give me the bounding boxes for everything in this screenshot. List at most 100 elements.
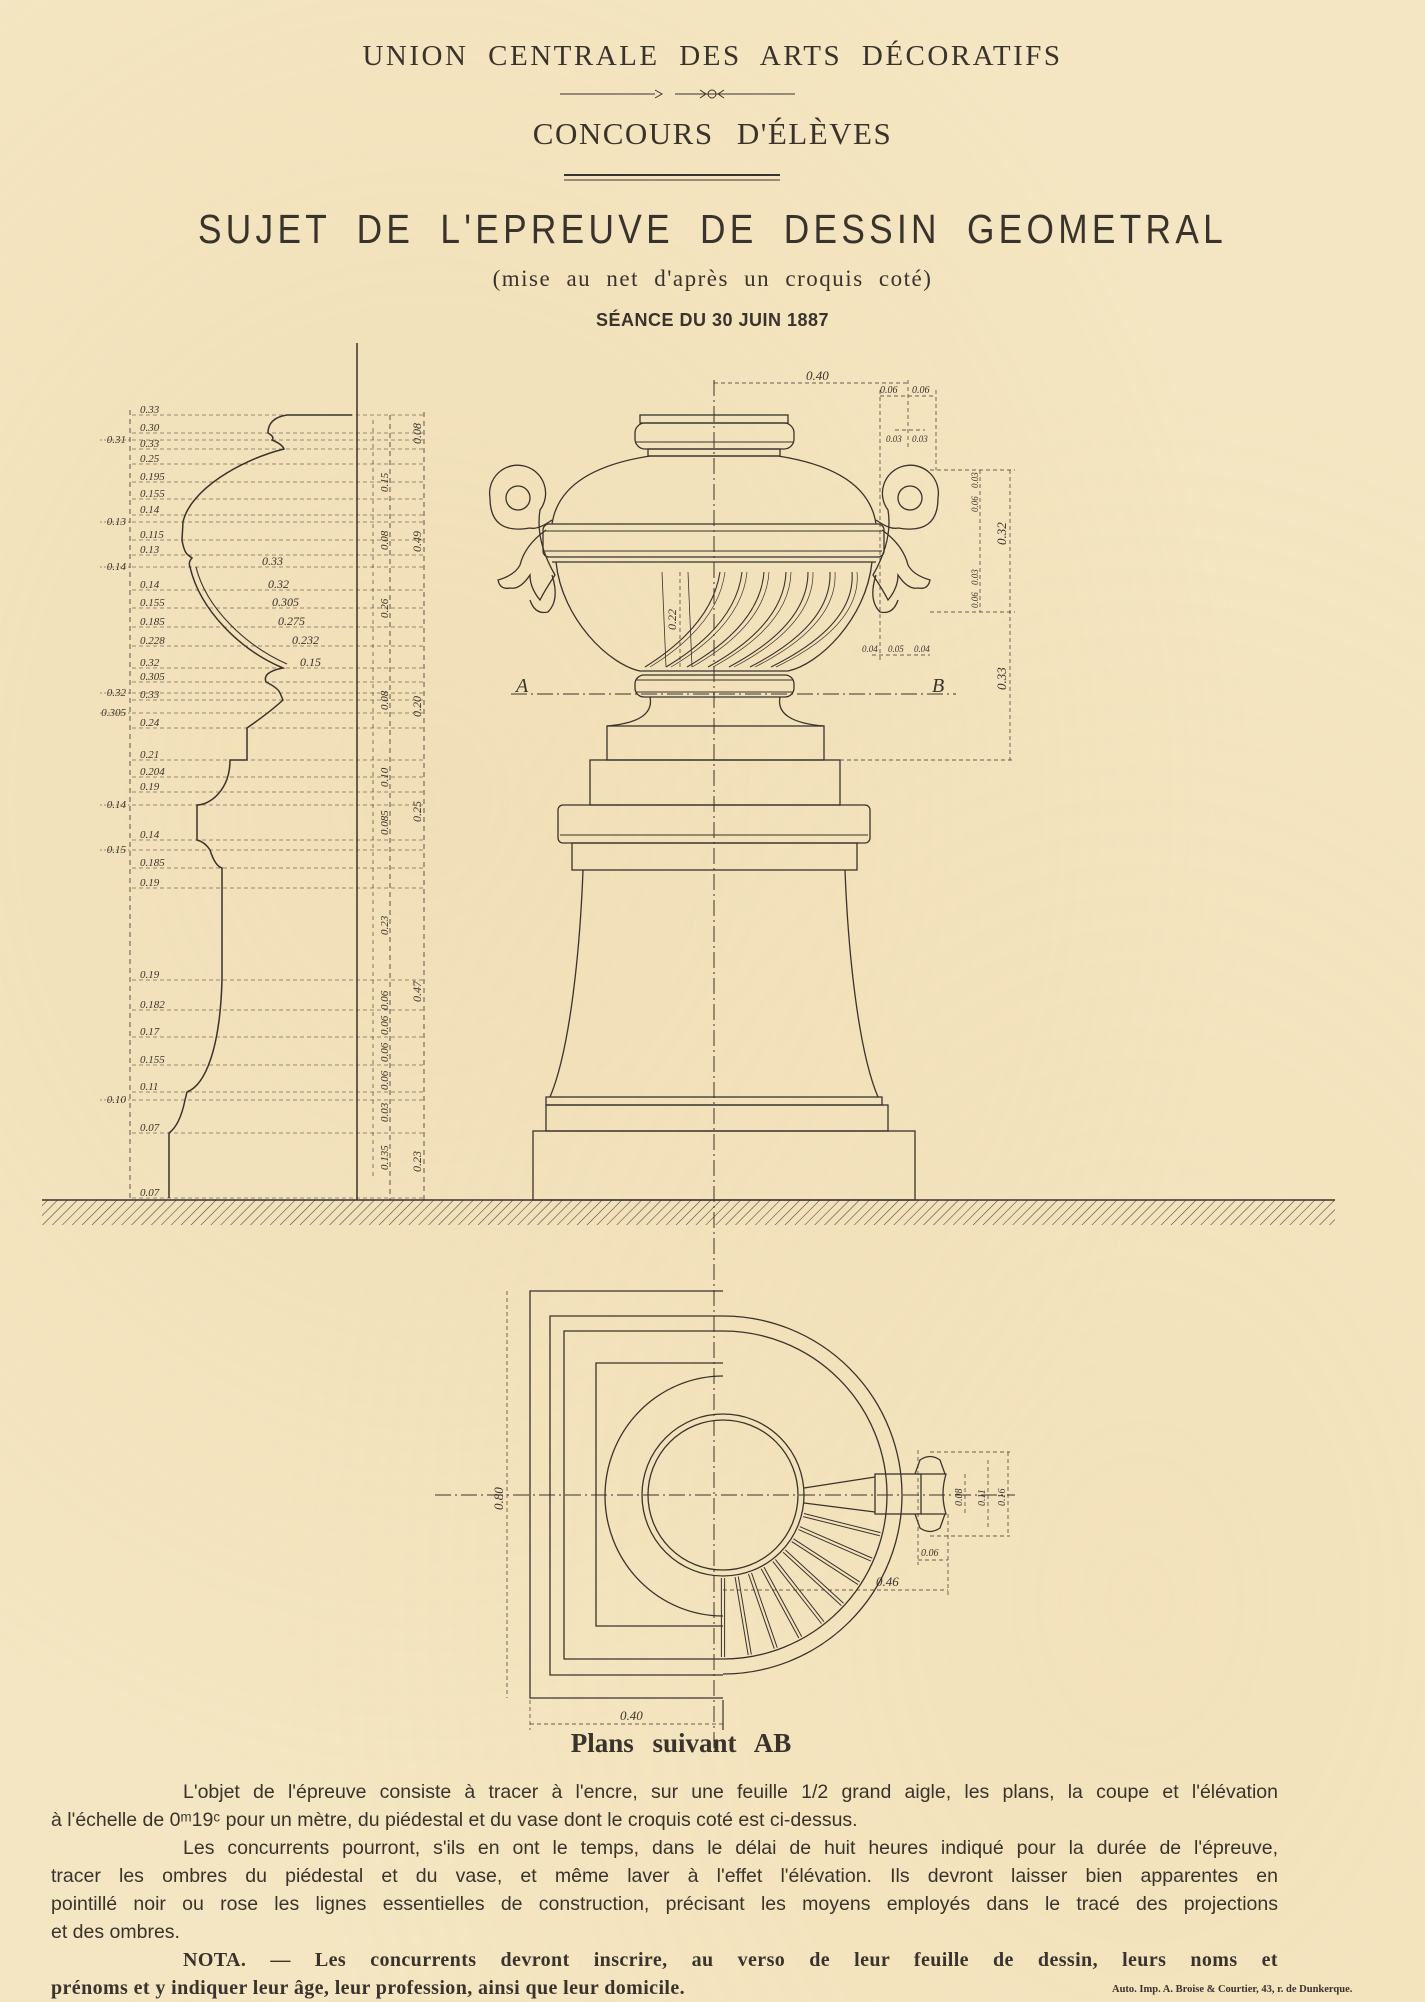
- profile-diameter-label: 0.305: [140, 671, 165, 683]
- instructions-text: L'objet de l'épreuve consiste à tracer à…: [51, 1778, 1278, 2002]
- vase-flute: [688, 572, 692, 667]
- dim-plan-handle-len: 0.06: [921, 1548, 939, 1559]
- profile-diameter-label: 0.07: [140, 1187, 160, 1199]
- profile-height-label: 0.06: [379, 1042, 391, 1062]
- vase-handle-right: [873, 465, 939, 612]
- profile-diameter-label: 0.33: [140, 438, 160, 450]
- profile-diameter-label: 0.14: [140, 504, 160, 516]
- vase-flute: [713, 572, 791, 667]
- profile-diameter-label: 0.30: [140, 422, 160, 434]
- profile-total-height-label: 0.08: [410, 423, 424, 444]
- profile-height-label: 0.15: [379, 472, 391, 492]
- dim-eye-h1: 0.03: [970, 472, 980, 488]
- dim-eye-w1: 0.03: [886, 434, 902, 444]
- plan-flute-line: [785, 1550, 843, 1603]
- profile-height-label: 0.08: [379, 690, 391, 710]
- profile-height-label: 0.08: [379, 530, 391, 550]
- profile-diameter-label: 0.07: [140, 1122, 160, 1134]
- dim-foot-w3: 0.04: [914, 644, 930, 654]
- profile-height-label: 0.06: [379, 990, 391, 1010]
- profile-total-height-label: 0.25: [410, 801, 424, 822]
- profile-diameter-label: 0.155: [140, 488, 165, 500]
- profile-diameter-label: 0.19: [140, 781, 160, 793]
- dim-plan-knob-d2: 0.11: [977, 1489, 988, 1506]
- profile-diameter-label: 0.24: [140, 717, 160, 729]
- elevation-labels: A B 0.40 0.06 0.06 0.03 0.03 0.32 0.33 0…: [514, 368, 1009, 697]
- profile-diameter-label: 0.13: [107, 516, 127, 528]
- section-label-a: A: [514, 675, 529, 697]
- profile-inner-diameter-label: 0.33: [262, 554, 283, 568]
- instruction-line: pointillé noir ou rose les lignes essent…: [51, 1890, 1278, 1918]
- printer-credit: Auto. Imp. A. Broise & Courtier, 43, r. …: [1112, 1984, 1352, 1995]
- profile-diameter-label: 0.155: [140, 1054, 165, 1066]
- profile-inner-diameter-label: 0.232: [292, 633, 319, 647]
- dim-foot-w1: 0.04: [862, 644, 878, 654]
- profile-diameter-label: 0.32: [140, 657, 160, 669]
- profile-inner-diameter-label: 0.305: [272, 595, 299, 609]
- profile-diameter-label: 0.25: [140, 453, 160, 465]
- profile-diameter-label: 0.11: [140, 1081, 158, 1093]
- profile-height-label: 0.085: [379, 810, 391, 835]
- dim-eye-w2: 0.03: [912, 434, 928, 444]
- instruction-line: et des ombres.: [51, 1918, 1278, 1946]
- profile-inner-diameter-label: 0.15: [300, 655, 321, 669]
- profile-height-label: 0.10: [379, 767, 391, 787]
- profile-diameter-label: 0.14: [107, 799, 127, 811]
- dim-handle-w1: 0.06: [880, 385, 898, 396]
- dim-plan-knob-d3: 0.16: [997, 1489, 1008, 1507]
- profile-diameter-label: 0.14: [140, 579, 160, 591]
- plan-flute-line: [798, 1530, 870, 1561]
- profile-height-label: 0.06: [379, 1070, 391, 1090]
- dim-base-h: 0.33: [994, 667, 1009, 690]
- plan-flute-line: [738, 1577, 751, 1655]
- profile-diameter-label: 0.182: [140, 999, 165, 1011]
- dim-leaf-h1: 0.03: [970, 569, 980, 585]
- dim-foot-w2: 0.05: [888, 644, 904, 654]
- plan-flute-line: [793, 1539, 859, 1582]
- profile-diameter-label: 0.305: [101, 707, 126, 719]
- instruction-line: Les concurrents pourront, s'ils en ont l…: [51, 1834, 1278, 1862]
- instruction-line: tracer les ombres du piédestal et du vas…: [51, 1862, 1278, 1890]
- profile-diameter-label: 0.33: [140, 689, 160, 701]
- profile-diameter-label: 0.185: [140, 857, 165, 869]
- nota-line: prénoms et y indiquer leur âge, leur pro…: [51, 1974, 1278, 2002]
- profile-height-label: 0.26: [379, 598, 391, 618]
- profile-total-height-label: 0.20: [410, 696, 424, 717]
- profile-diameter-label: 0.14: [140, 829, 160, 841]
- plan-flute-line: [804, 1514, 881, 1533]
- profile-total-height-label: 0.49: [410, 531, 424, 552]
- ground-hatching: [42, 1200, 1335, 1225]
- profile-height-label: 0.06: [379, 1015, 391, 1035]
- instruction-line: à l'échelle de 0ᵐ19ᶜ pour un mètre, du p…: [51, 1806, 1278, 1834]
- dim-bowl-h: 0.22: [665, 609, 679, 630]
- profile-diameter-label: 0.19: [140, 969, 160, 981]
- profile-diameter-label: 0.155: [140, 597, 165, 609]
- profile-height-label: 0.03: [379, 1102, 391, 1122]
- instruction-line: L'objet de l'épreuve consiste à tracer à…: [51, 1778, 1278, 1806]
- header-ornament: [560, 90, 795, 98]
- profile-diameter-label: 0.32: [107, 687, 127, 699]
- profile-diameter-label: 0.14: [107, 561, 127, 573]
- profile-diameter-label: 0.31: [107, 434, 126, 446]
- dim-handle-h: 0.32: [994, 522, 1009, 545]
- nota-line: NOTA. — Les concurrents devront inscrire…: [51, 1946, 1278, 1974]
- dim-leaf-h2: 0.06: [970, 592, 980, 608]
- dim-eye-h2: 0.06: [970, 496, 980, 512]
- profile-inner-diameter-label: 0.32: [268, 577, 289, 591]
- profile-diameter-label: 0.10: [107, 1094, 127, 1106]
- profile-total-height-label: 0.47: [410, 980, 424, 1002]
- profile-diameter-label: 0.13: [140, 544, 160, 556]
- dim-half-width: 0.40: [806, 368, 829, 383]
- dim-plan-depth: 0.80: [491, 1487, 506, 1510]
- dim-plan-knob-d1: 0.08: [954, 1489, 965, 1507]
- dim-plan-radius: 0.46: [876, 1574, 899, 1589]
- profile-diameter-label: 0.228: [140, 635, 165, 647]
- section-label-b: B: [932, 675, 944, 697]
- profile-total-height-label: 0.23: [410, 1151, 424, 1172]
- plan-flute-line: [735, 1577, 748, 1655]
- profile-height-label: 0.135: [379, 1145, 391, 1170]
- plan-labels: 0.80 0.40 0.46 0.06 0.08 0.11 0.16: [491, 1487, 1008, 1723]
- dim-handle-w2: 0.06: [912, 385, 930, 396]
